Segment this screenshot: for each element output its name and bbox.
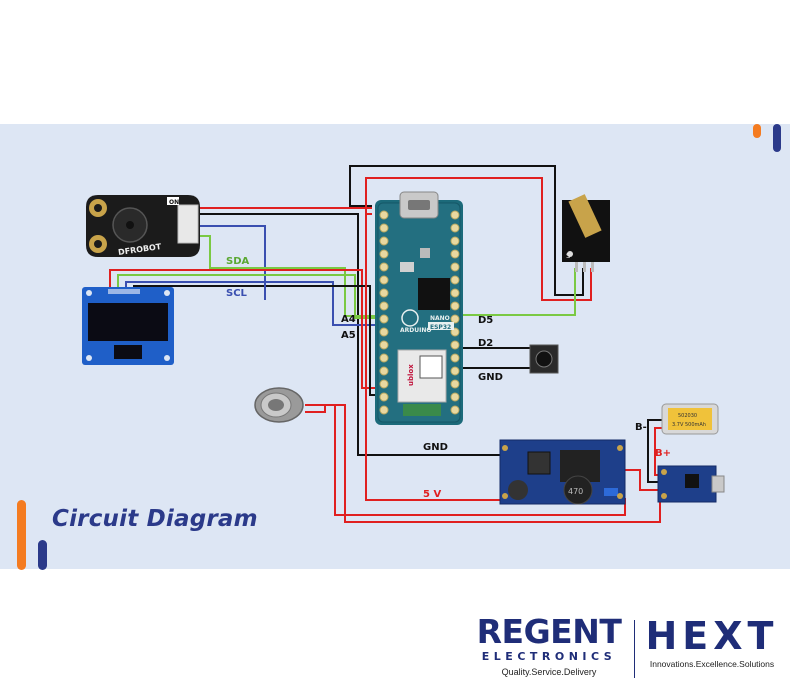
buzzer-pin-label: ON: [169, 199, 179, 206]
arduino-nano-esp32: ARDUINO NANO ESP32 ublox: [375, 191, 463, 425]
wire-green-d5: [460, 268, 576, 316]
wire-black-buzzer: [200, 213, 500, 456]
hext-brand: HEXT: [645, 614, 779, 658]
label-sda: SDA: [226, 256, 250, 267]
logo-divider: [634, 620, 635, 678]
board-model: ESP32: [430, 324, 451, 331]
charger-module: [657, 465, 725, 503]
decorative-bars: [17, 124, 781, 570]
wire-green-buzzer: [200, 235, 378, 317]
module-brand: ublox: [407, 364, 415, 386]
regent-logo: REGENT ELECTRONICS Quality.Service.Deliv…: [474, 614, 624, 678]
label-d2: D2: [478, 338, 494, 349]
board-name: ARDUINO: [400, 327, 431, 334]
regent-tagline: Quality.Service.Delivery: [501, 667, 597, 677]
inductor: [563, 475, 593, 505]
wire-blue-oled: [125, 281, 378, 326]
oled-display: [82, 287, 174, 365]
wires: [109, 165, 662, 523]
label-gnd-bus: GND: [423, 442, 448, 453]
battery-capacity: 502030: [678, 413, 697, 419]
buzzer-module: ON DFROBOT: [86, 195, 200, 257]
buck-converter: 470: [499, 439, 626, 505]
wire-black-battery: [647, 419, 662, 483]
push-button: [529, 344, 559, 374]
label-5v: 5 V: [423, 489, 442, 500]
wire-black-laser: [349, 165, 584, 296]
hext-logo: HEXT Innovations.Excellence.Solutions: [642, 614, 782, 670]
regent-sub: ELECTRONICS: [481, 650, 617, 663]
laser-module: S: [562, 194, 610, 272]
label-b-plus: B+: [655, 448, 672, 459]
label-a5: A5: [341, 330, 356, 341]
lipo-battery: 502030 3.7V 500mAh: [661, 403, 719, 435]
label-a4: A4: [341, 314, 356, 325]
label-d5: D5: [478, 315, 494, 326]
laser-pin-label: S: [566, 252, 571, 260]
pin-header: [379, 210, 460, 415]
board-nano: NANO: [430, 315, 450, 322]
inductor-value: 470: [568, 487, 583, 496]
wire-red-oled: [109, 269, 378, 389]
wire-red-5v: [365, 214, 500, 501]
label-b-minus: B-: [635, 422, 647, 433]
wire-red-switch-b: [305, 404, 661, 523]
label-gnd-button: GND: [478, 372, 503, 383]
regent-brand: REGENT: [476, 612, 622, 651]
metal-switch: [254, 387, 304, 423]
label-scl: SCL: [226, 288, 247, 299]
page-title: Circuit Diagram: [52, 506, 258, 532]
hext-tagline: Innovations.Excellence.Solutions: [649, 659, 775, 669]
chip: [418, 278, 450, 310]
wire-buck-charger: [625, 469, 660, 491]
battery-spec: 3.7V 500mAh: [672, 422, 706, 428]
